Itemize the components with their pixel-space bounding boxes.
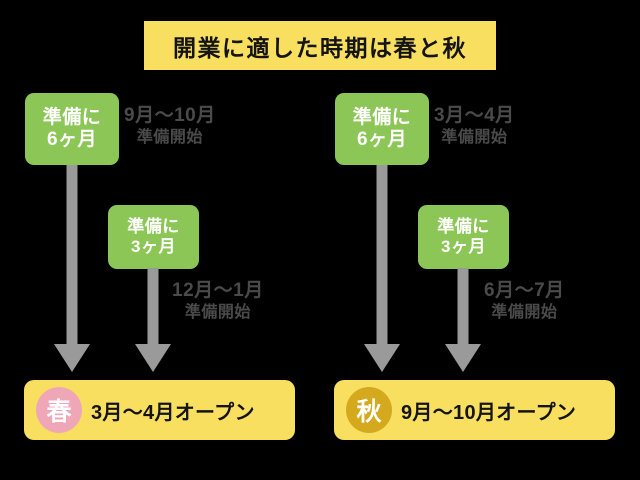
arrow-autumn-3months — [445, 268, 481, 372]
arrow-spring-6months — [54, 165, 90, 372]
start-label-line2: 準備開始 — [136, 129, 203, 147]
start-label-line1: 9月〜10月 — [124, 105, 216, 126]
prep-box-line2: 6ヶ月 — [46, 129, 98, 150]
arrow-stem — [66, 165, 78, 344]
start-label-line1: 12月〜1月 — [172, 280, 264, 301]
prep-box-autumn-3months: 準備に 3ヶ月 — [418, 205, 509, 269]
prep-box-line1: 準備に — [42, 106, 102, 128]
result-text-autumn: 9月〜10月オープン — [401, 401, 577, 424]
season-badge-autumn: 秋 — [346, 387, 392, 433]
page-title: 開業に適した時期は春と秋 — [173, 34, 467, 61]
start-label-line1: 3月〜4月 — [434, 105, 515, 126]
arrow-head-icon — [54, 344, 90, 372]
prep-box-line2: 3ヶ月 — [441, 237, 486, 256]
arrow-autumn-6months — [364, 165, 400, 372]
prep-box-line1: 準備に — [127, 216, 180, 236]
title-banner: 開業に適した時期は春と秋 — [144, 21, 496, 70]
prep-box-line2: 6ヶ月 — [356, 129, 408, 150]
result-box-autumn: 秋 9月〜10月オープン — [334, 380, 615, 440]
start-label-autumn-6months: 3月〜4月 準備開始 — [434, 104, 515, 149]
start-label-line2: 準備開始 — [491, 304, 558, 322]
start-label-line1: 6月〜7月 — [484, 280, 565, 301]
start-label-spring-6months: 9月〜10月 準備開始 — [124, 104, 216, 149]
start-label-line2: 準備開始 — [184, 304, 251, 322]
prep-box-line1: 準備に — [352, 106, 412, 128]
arrow-stem — [147, 268, 159, 344]
prep-box-autumn-6months: 準備に 6ヶ月 — [335, 93, 429, 165]
prep-box-line2: 3ヶ月 — [131, 237, 176, 256]
arrow-head-icon — [364, 344, 400, 372]
start-label-line2: 準備開始 — [441, 129, 508, 147]
arrow-head-icon — [445, 344, 481, 372]
result-box-spring: 春 3月〜4月オープン — [24, 380, 295, 440]
start-label-autumn-3months: 6月〜7月 準備開始 — [484, 279, 565, 324]
arrow-spring-3months — [135, 268, 171, 372]
prep-box-spring-3months: 準備に 3ヶ月 — [108, 205, 199, 269]
arrow-stem — [457, 268, 469, 344]
arrow-stem — [376, 165, 388, 344]
result-text-spring: 3月〜4月オープン — [91, 401, 255, 424]
start-label-spring-3months: 12月〜1月 準備開始 — [172, 279, 264, 324]
season-badge-spring: 春 — [36, 387, 82, 433]
prep-box-line1: 準備に — [437, 216, 490, 236]
arrow-head-icon — [135, 344, 171, 372]
prep-box-spring-6months: 準備に 6ヶ月 — [25, 93, 119, 165]
